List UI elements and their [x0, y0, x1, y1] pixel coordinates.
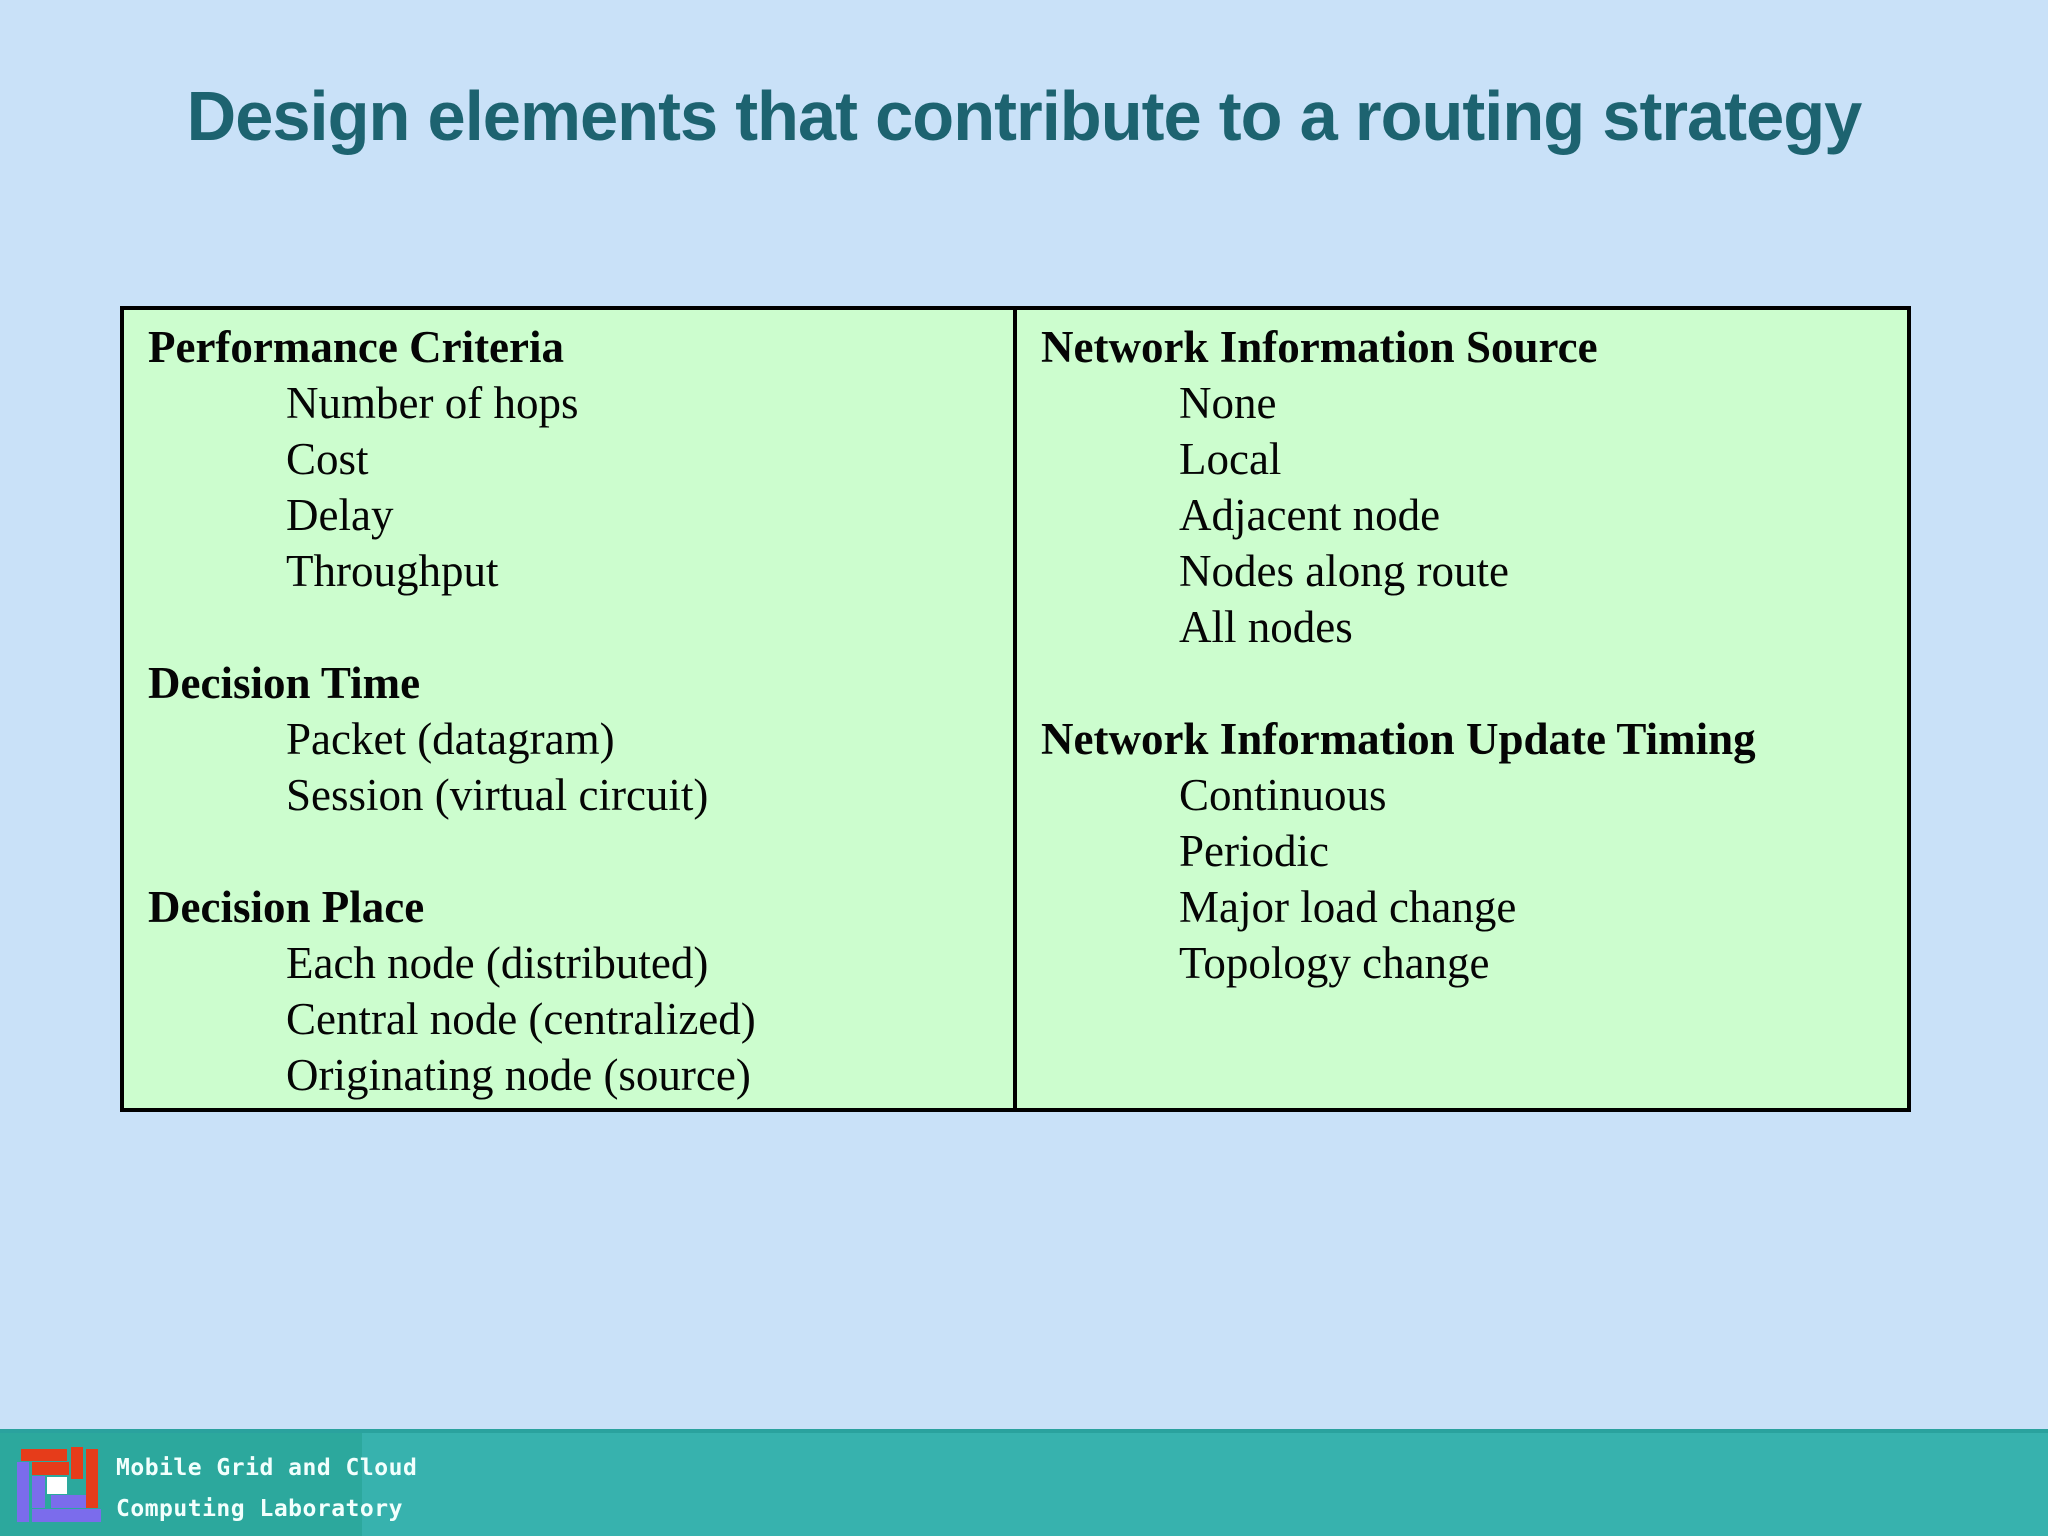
lab-name: Mobile Grid and Cloud Computing Laborato… — [116, 1448, 417, 1530]
table-row: Nodes along route — [1179, 546, 1509, 596]
table-blank-row — [1017, 655, 1907, 711]
table-row: Number of hops — [286, 378, 579, 428]
footer-bar: Mobile Grid and Cloud Computing Laborato… — [0, 1429, 2048, 1536]
mgcc-lab-logo-icon — [14, 1444, 114, 1528]
table-row: Adjacent node — [1179, 490, 1441, 540]
logo-block — [32, 1476, 45, 1508]
table-row: All nodes — [1179, 602, 1353, 652]
logo-block — [21, 1449, 67, 1461]
table-section-header: Network Information Source — [1041, 322, 1598, 372]
table-row: Topology change — [1179, 938, 1490, 988]
table-row: Throughput — [286, 546, 499, 596]
logo-block — [32, 1462, 69, 1475]
table-row: Central node (centralized) — [286, 994, 756, 1044]
table-row: None — [1179, 378, 1277, 428]
table-section-header: Performance Criteria — [148, 322, 565, 372]
table-row: Delay — [286, 490, 394, 540]
table-row: Each node (distributed) — [286, 938, 709, 988]
lab-name-line2: Computing Laboratory — [116, 1496, 403, 1522]
footer-left-panel: Mobile Grid and Cloud Computing Laborato… — [0, 1433, 417, 1536]
lab-name-line1: Mobile Grid and Cloud — [116, 1455, 418, 1481]
table-row: Local — [1179, 434, 1282, 484]
table-row: Major load change — [1179, 882, 1517, 932]
table-row: Originating node (source) — [286, 1050, 751, 1100]
logo-block — [47, 1477, 67, 1494]
table-section-header: Network Information Update Timing — [1041, 714, 1756, 764]
logo-block — [51, 1495, 86, 1508]
table-section-header: Decision Place — [148, 882, 425, 932]
logo-block — [86, 1449, 98, 1508]
table-row: Periodic — [1179, 826, 1329, 876]
table-blank-row — [124, 823, 1013, 879]
table-row: Packet (datagram) — [286, 714, 615, 764]
table-row: Cost — [286, 434, 369, 484]
table-row: Continuous — [1179, 770, 1387, 820]
table-row: Session (virtual circuit) — [286, 770, 709, 820]
table-section-header: Decision Time — [148, 658, 421, 708]
table-blank-row — [124, 599, 1013, 655]
logo-block — [17, 1462, 29, 1522]
logo-block — [71, 1447, 83, 1479]
logo-block — [32, 1509, 101, 1522]
slide-title: Design elements that contribute to a rou… — [186, 77, 1863, 155]
